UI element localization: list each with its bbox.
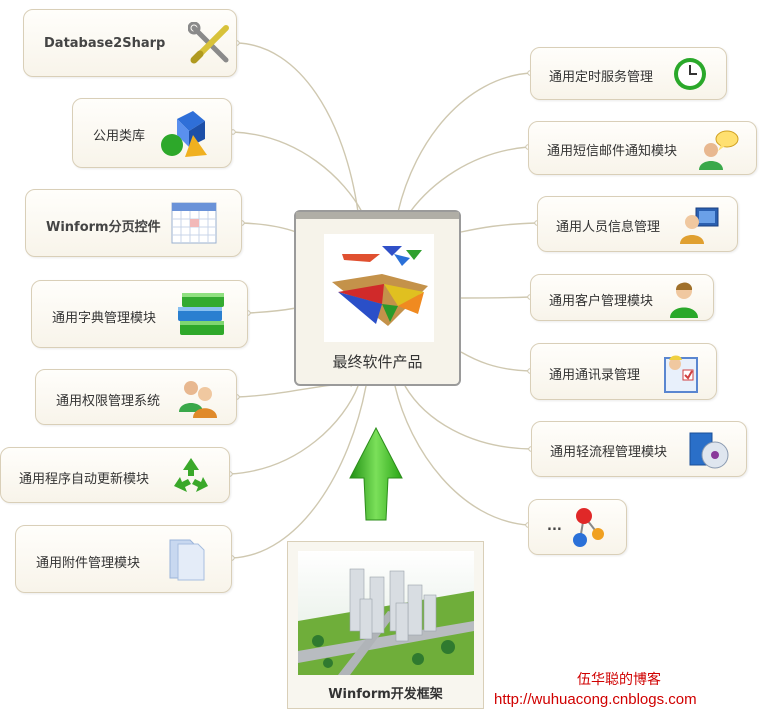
node-label: 通用定时服务管理 <box>549 70 654 85</box>
blog-credit-url[interactable]: http://wuhuacong.cnblogs.com <box>494 691 697 708</box>
node-label: 公用类库 <box>93 129 146 144</box>
node-label: 通用程序自动更新模块 <box>19 472 150 487</box>
node-label: 通用权限管理系统 <box>56 394 161 409</box>
node-winform-pager[interactable]: Winform分页控件 <box>25 189 242 257</box>
framework-label: Winform开发框架 <box>328 687 443 702</box>
folder-icon <box>169 539 205 581</box>
shapes-icon <box>161 111 207 157</box>
node-label: Winform分页控件 <box>46 220 161 235</box>
clock-icon <box>674 58 706 90</box>
node-more[interactable]: ... <box>528 499 627 555</box>
blog-credit-name: 伍华聪的博客 <box>577 672 661 688</box>
tangram-image <box>324 234 434 342</box>
node-label: 通用字典管理模块 <box>52 311 157 326</box>
disc-icon <box>689 432 729 469</box>
node-label: Database2Sharp <box>44 36 166 51</box>
center-label: 最终软件产品 <box>332 353 423 371</box>
window-title-bar <box>296 212 459 219</box>
node-customer-module[interactable]: 通用客户管理模块 <box>530 274 714 321</box>
chat-person-icon <box>699 130 739 170</box>
node-sms-email-notify[interactable]: 通用短信邮件通知模块 <box>528 121 757 175</box>
books-icon <box>178 293 224 335</box>
node-label: 通用短信邮件通知模块 <box>547 144 678 159</box>
node-label: 通用客户管理模块 <box>549 294 654 309</box>
node-label: ... <box>547 519 562 534</box>
recycle-icon <box>174 458 208 492</box>
node-database2sharp[interactable]: Database2Sharp <box>23 9 237 77</box>
node-auto-update[interactable]: 通用程序自动更新模块 <box>0 447 230 503</box>
center-final-product[interactable]: 最终软件产品 <box>294 210 461 386</box>
node-dictionary-module[interactable]: 通用字典管理模块 <box>31 280 248 348</box>
tools-icon <box>188 22 229 64</box>
node-common-library[interactable]: 公用类库 <box>72 98 232 168</box>
users-icon <box>179 381 217 418</box>
up-arrow-icon <box>349 426 403 521</box>
node-label: 通用附件管理模块 <box>36 556 141 571</box>
person-computer-icon <box>680 207 719 244</box>
person-icon <box>670 282 698 318</box>
calendar-icon <box>171 202 217 244</box>
node-workflow-module[interactable]: 通用轻流程管理模块 <box>531 421 747 477</box>
buildings-image <box>298 551 474 675</box>
node-permission-system[interactable]: 通用权限管理系统 <box>35 369 237 425</box>
molecule-icon <box>573 508 604 547</box>
node-personnel-info[interactable]: 通用人员信息管理 <box>537 196 738 252</box>
contacts-icon <box>664 355 698 393</box>
node-label: 通用轻流程管理模块 <box>550 445 668 460</box>
node-timer-service[interactable]: 通用定时服务管理 <box>530 47 727 100</box>
node-label: 通用人员信息管理 <box>556 220 661 235</box>
node-label: 通用通讯录管理 <box>549 368 641 383</box>
framework-node[interactable]: Winform开发框架 <box>287 541 484 709</box>
node-attachment-module[interactable]: 通用附件管理模块 <box>15 525 232 593</box>
node-address-book[interactable]: 通用通讯录管理 <box>530 343 717 400</box>
